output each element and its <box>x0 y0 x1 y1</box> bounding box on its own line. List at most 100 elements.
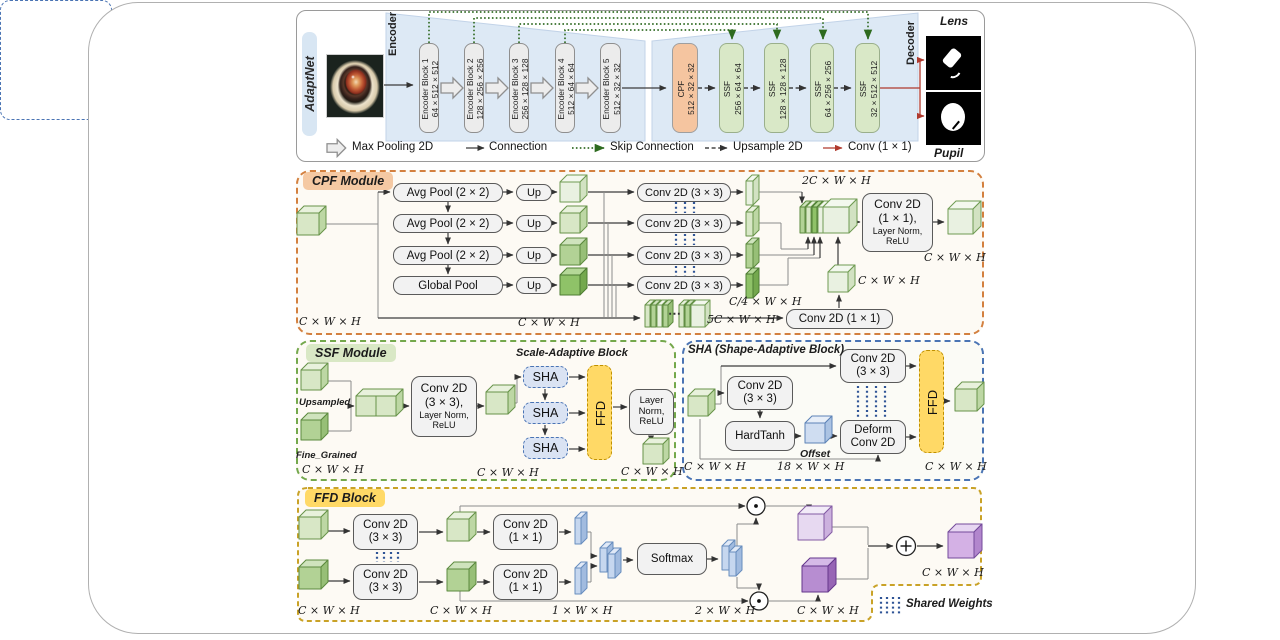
sha-ffd-block: FFD <box>919 350 944 453</box>
feature-cube <box>954 388 978 412</box>
skip-connection <box>564 29 737 43</box>
feature-cube <box>678 304 685 328</box>
feature-cube <box>804 422 826 444</box>
sha-dim-input: C × W × H <box>684 460 746 473</box>
feature-cube <box>642 443 664 465</box>
ffd-dim-one: 1 × W × H <box>552 604 613 617</box>
sha-hardtanh: HardTanh <box>725 421 795 451</box>
feature-cube <box>580 561 588 595</box>
cpf-up-2: Up <box>516 215 552 232</box>
legend-skip-connection: Skip Connection <box>610 141 694 153</box>
feature-cube <box>574 517 582 545</box>
feature-cube <box>580 511 588 545</box>
feature-cube <box>797 513 825 541</box>
cpf-conv1x1-box: Conv 2D (1 × 1) <box>786 309 893 329</box>
cpf-avg-pool-1: Avg Pool (2 × 2) <box>393 183 503 202</box>
shared-weights-label: Shared Weights <box>906 598 993 610</box>
cpf-dim-2c: 2C × W × H <box>802 174 871 187</box>
feature-cube <box>599 547 608 573</box>
ssf-dim-input: C × W × H <box>302 463 364 476</box>
ffd-conv3-bottom: Conv 2D(3 × 3) <box>353 564 418 600</box>
cpf-up-3: Up <box>516 247 552 264</box>
feature-cube <box>947 531 975 559</box>
legend-upsample: Upsample 2D <box>733 141 803 153</box>
sha-conv3-mid: Conv 2D(3 × 3) <box>727 376 793 410</box>
feature-cube <box>656 304 663 328</box>
ffd-softmax: Softmax <box>637 543 707 575</box>
encoder-label-wrap: Encoder <box>386 11 400 56</box>
pupil-mask-image <box>926 92 981 145</box>
cpf-up-1: Up <box>516 184 552 201</box>
feature-cube <box>298 516 322 540</box>
feature-cube <box>296 212 320 236</box>
ssf-module-title: SSF Module <box>306 344 396 362</box>
feature-cube <box>745 180 754 206</box>
feature-cube <box>811 206 818 234</box>
cpf-dim-5c: 5C × W × H <box>707 313 776 326</box>
feature-cube <box>805 206 812 234</box>
sha-offset-label: Offset <box>800 448 831 460</box>
adaptnet-title: AdaptNet <box>302 56 317 112</box>
feature-cube <box>614 547 622 579</box>
ffd-conv1-bottom: Conv 2D(1 × 1) <box>493 564 558 600</box>
adaptnet-title-pill: AdaptNet <box>302 32 317 136</box>
feature-cube <box>446 518 470 542</box>
feature-cube <box>827 271 849 293</box>
feature-cube <box>559 274 581 296</box>
cpf-dim-quarter: C/4 × W × H <box>729 295 802 308</box>
maxpool-arrow-icon <box>530 76 554 100</box>
feature-cube <box>752 174 760 206</box>
cpf-conv3-2: Conv 2D (3 × 3) <box>637 214 731 233</box>
feature-cube <box>735 545 743 577</box>
skip-connection <box>473 17 828 43</box>
legend-max-pooling: Max Pooling 2D <box>352 141 434 153</box>
feature-cube <box>298 566 322 590</box>
cpf-dim-mid: C × W × H <box>518 316 580 329</box>
ffd-block-title: FFD Block <box>305 489 385 507</box>
feature-cube <box>728 551 737 577</box>
cpf-global-pool: Global Pool <box>393 276 503 295</box>
ssf-sha-1: SHA <box>523 366 568 388</box>
multiply-icon <box>754 504 758 508</box>
cpf-dim-out: C × W × H <box>924 251 986 264</box>
cpf-up-4: Up <box>516 277 552 294</box>
feature-cube <box>650 304 657 328</box>
maxpool-arrow-icon <box>575 76 599 100</box>
feature-cube <box>684 304 691 328</box>
cpf-conv3-1: Conv 2D (3 × 3) <box>637 183 731 202</box>
maxpool-arrow-icon <box>485 76 509 100</box>
feature-cube <box>745 243 754 269</box>
decoder-label-wrap: Decoder <box>904 14 918 72</box>
feature-cube <box>485 391 509 415</box>
feature-cube <box>300 369 322 391</box>
scale-adaptive-block-title: Scale-Adaptive Block <box>516 347 628 359</box>
sha-conv3-top: Conv 2D(3 × 3) <box>840 349 906 383</box>
feature-cube <box>822 206 850 234</box>
feature-cube <box>644 304 651 328</box>
ssf-layer-norm-block: Layer Norm, ReLU <box>629 389 674 435</box>
legend-conv-1x1: Conv (1 × 1) <box>848 141 912 153</box>
cpf-conv1-block: Conv 2D (1 × 1), Layer Norm, ReLU <box>862 193 933 252</box>
feature-cube <box>574 567 582 595</box>
feature-cube <box>662 304 669 328</box>
feature-cube <box>752 205 760 237</box>
cpf-dim-right: C × W × H <box>858 274 920 287</box>
feature-cube <box>690 304 706 328</box>
feature-cube <box>752 237 760 269</box>
feature-cube <box>559 212 581 234</box>
ssf-sha-2: SHA <box>523 402 568 424</box>
legend-connection: Connection <box>489 141 548 153</box>
ffd-dim-out: C × W × H <box>922 566 984 579</box>
encoder-label: Encoder <box>387 11 399 56</box>
sha-dim-out: C × W × H <box>925 460 987 473</box>
ssf-dim-mid: C × W × H <box>477 466 539 479</box>
